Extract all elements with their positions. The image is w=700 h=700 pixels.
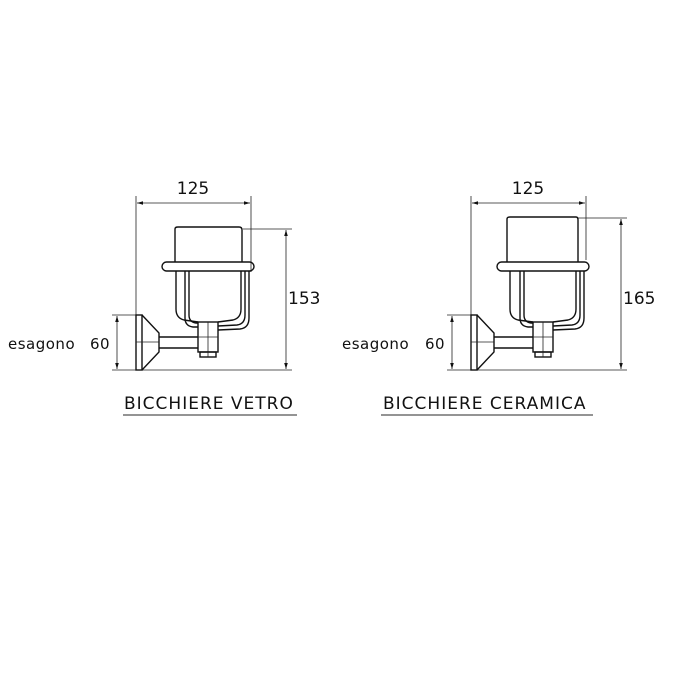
hex-label: esagono	[8, 335, 75, 353]
drawing-title: BICCHIERE CERAMICA	[381, 394, 593, 416]
height-dimension: 153	[136, 228, 320, 371]
holder-frame	[519, 271, 585, 331]
holder-ring	[161, 261, 255, 272]
width-dimension: 125	[470, 179, 587, 370]
drawing-title: BICCHIERE VETRO	[123, 394, 297, 416]
hex-dimension: esagono 60	[8, 314, 136, 371]
width-value: 125	[512, 179, 544, 199]
wall-flange	[135, 314, 160, 371]
drawing-bicchiere-vetro: 125 153 esagono 60	[8, 179, 320, 416]
title-text: BICCHIERE CERAMICA	[383, 394, 586, 414]
height-value: 165	[623, 289, 655, 309]
hex-dimension: esagono 60	[342, 314, 471, 371]
hex-label: esagono	[342, 335, 409, 353]
width-value: 125	[177, 179, 209, 199]
glass-cup	[174, 226, 243, 323]
hex-connector	[197, 321, 219, 358]
height-dimension: 165	[471, 217, 655, 371]
ceramic-cup	[506, 216, 579, 323]
width-dimension: 125	[135, 179, 252, 370]
title-text: BICCHIERE VETRO	[124, 394, 294, 414]
support-arm	[159, 336, 198, 349]
height-value: 153	[288, 289, 320, 309]
holder-frame	[184, 271, 250, 331]
drawing-bicchiere-ceramica: 125 165 esagono 60	[342, 179, 655, 416]
hex-value: 60	[425, 335, 445, 353]
hex-value: 60	[90, 335, 110, 353]
support-arm	[494, 336, 533, 349]
wall-flange	[470, 314, 495, 371]
holder-ring	[496, 261, 590, 272]
hex-connector	[532, 321, 554, 358]
